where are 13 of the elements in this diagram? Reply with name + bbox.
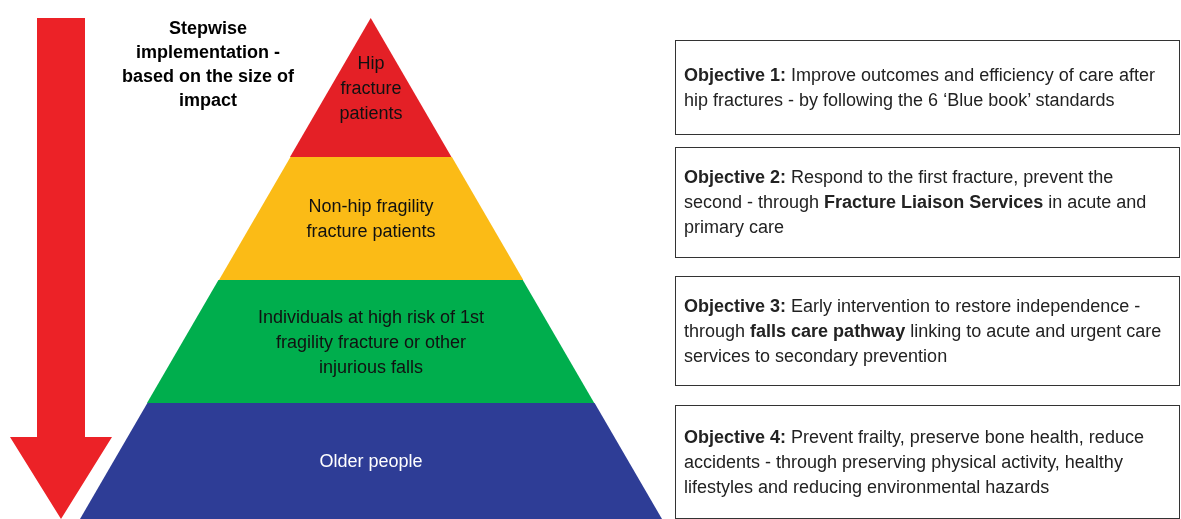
objective-box <box>675 276 1180 386</box>
tier-label: Individuals at high risk of 1st fragility fracture or other injurious falls <box>256 305 486 379</box>
objective-text: Objective 3: Early intervention to restore independence - through falls care pathway linking to acute and urgent care services to secondary prevention <box>684 294 1163 368</box>
objective-box <box>675 147 1180 258</box>
objective-text: Objective 4: Prevent frailty, preserve bone health, reduce accidents - through preserving physical activity, healthy lifestyles and reducing environmental hazards <box>684 425 1145 499</box>
objective-box <box>675 405 1180 519</box>
objective-text: Objective 2: Respond to the first fracture, prevent the second - through Fracture Liaison Services in acute and primary care <box>684 166 1148 239</box>
tier-label: Non-hip fragility fracture patients <box>305 194 437 243</box>
objective-text: Objective 1: Improve outcomes and efficiency of care after hip fractures - by following the 6 ‘Blue book’ standards <box>684 63 1156 112</box>
note-text: Stepwise implementation - based on the size of impact <box>121 17 295 112</box>
tier-label: Hip fracture patients <box>338 51 404 125</box>
objective-box <box>675 40 1180 135</box>
tier-label: Older people <box>318 449 424 473</box>
